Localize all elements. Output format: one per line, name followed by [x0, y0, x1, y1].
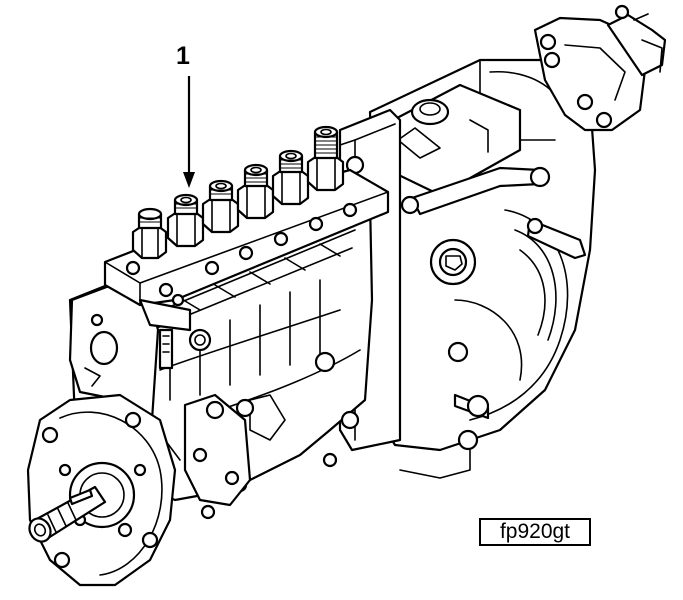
governor-lever [400, 166, 587, 420]
drive-shaft [28, 485, 107, 543]
actuator-connector [533, 4, 667, 132]
governor-top-cover [376, 83, 522, 197]
callout-arrow [183, 76, 195, 188]
figure-code-label: fp920gt [479, 518, 591, 546]
pump-end-plate [68, 280, 160, 422]
callout-label: 1 [176, 42, 190, 70]
drive-flange [26, 393, 177, 587]
timer-plate [183, 393, 252, 507]
delivery-valve-holders [131, 125, 345, 260]
